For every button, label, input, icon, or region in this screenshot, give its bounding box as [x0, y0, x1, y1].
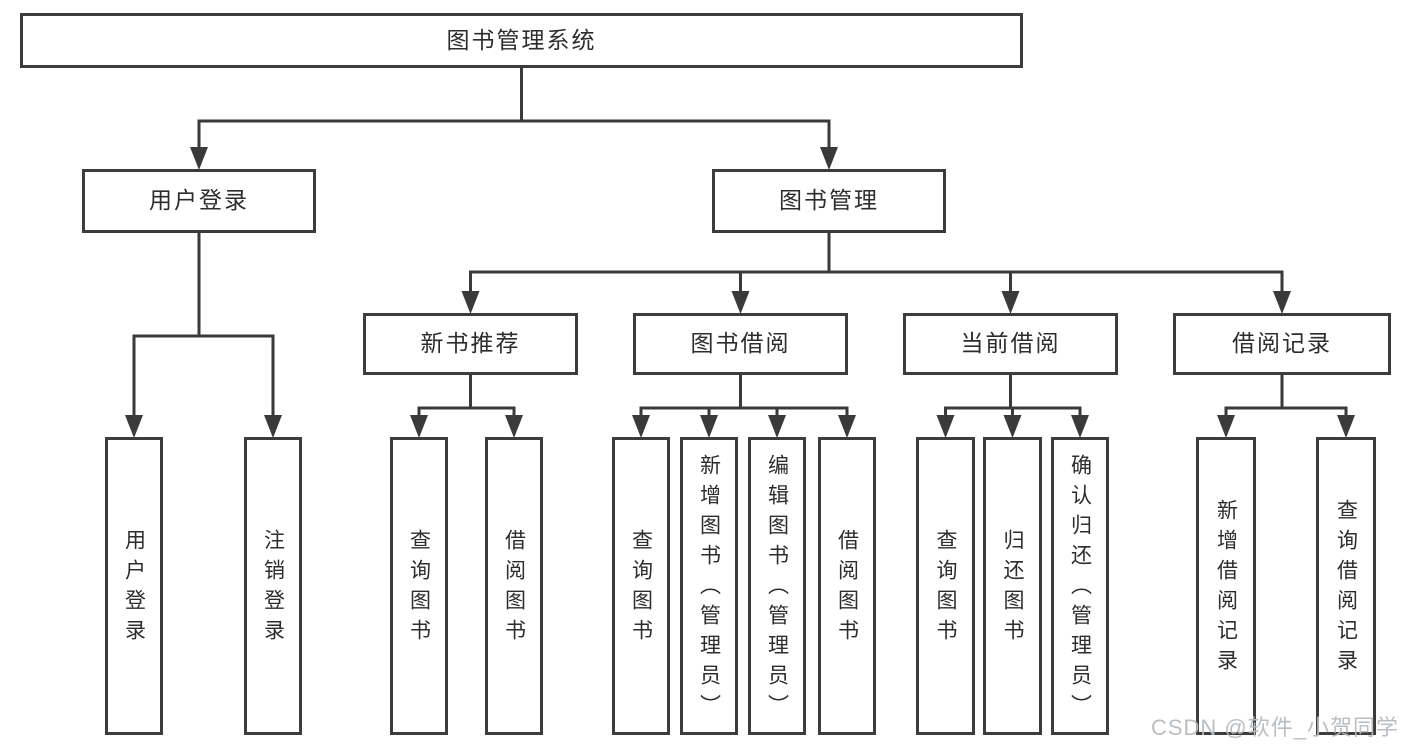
node-v-borrow-books-new: 借阅图书 — [485, 437, 543, 735]
node-current-borrowing: 当前借阅 — [903, 313, 1118, 375]
node-v-logout: 注销登录 — [244, 437, 302, 735]
node-v-query-books-current: 查询图书 — [916, 437, 975, 735]
arrowhead-to-v-query-books-current — [936, 415, 955, 438]
arrowhead-to-v-query-books-new — [410, 415, 428, 438]
node-v-add-books-admin: 新增图书（管理员） — [680, 437, 738, 735]
node-v-borrow-books: 借阅图书 — [818, 437, 876, 735]
node-label-book-borrowing: 图书借阅 — [690, 330, 791, 357]
node-v-confirm-return-admin: 确认归还（管理员） — [1051, 437, 1109, 735]
arrowhead-to-borrowing-records — [1273, 291, 1291, 314]
node-v-user-login: 用户登录 — [105, 437, 163, 735]
node-label-v-add-books-admin: 新增图书（管理员） — [697, 454, 721, 724]
arrowhead-to-v-user-login — [125, 415, 143, 438]
arrowhead-to-v-logout — [264, 415, 282, 438]
arrowhead-to-new-book-recommend — [461, 291, 480, 314]
node-v-return-books: 归还图书 — [983, 437, 1042, 735]
node-user-login: 用户登录 — [82, 169, 316, 233]
arrowhead-to-book-borrowing — [731, 291, 750, 314]
arrowhead-to-v-return-books — [1003, 415, 1022, 438]
node-label-v-query-books-new: 查询图书 — [407, 529, 431, 649]
node-label-borrowing-records: 借阅记录 — [1232, 330, 1332, 357]
node-v-query-books-borrow: 查询图书 — [612, 437, 670, 735]
arrowhead-to-book-management — [820, 147, 838, 170]
node-borrowing-records: 借阅记录 — [1173, 313, 1391, 375]
arrowhead-to-v-borrow-books-new — [505, 415, 523, 438]
arrowhead-to-current-borrowing — [1001, 291, 1020, 314]
arrowhead-to-v-confirm-return-admin — [1071, 415, 1089, 438]
node-book-management: 图书管理 — [712, 169, 946, 233]
arrowhead-to-user-login — [190, 147, 208, 170]
arrowhead-to-v-add-books-admin — [700, 415, 718, 438]
arrowhead-to-v-query-books-borrow — [632, 415, 650, 438]
node-label-v-query-borrow-record: 查询借阅记录 — [1334, 499, 1358, 679]
node-label-v-borrow-books-new: 借阅图书 — [502, 529, 526, 649]
node-label-v-confirm-return-admin: 确认归还（管理员） — [1068, 454, 1092, 724]
node-label-v-user-login: 用户登录 — [122, 529, 146, 649]
node-v-query-borrow-record: 查询借阅记录 — [1316, 437, 1376, 735]
node-label-root: 图书管理系统 — [446, 26, 597, 53]
arrowhead-to-v-add-borrow-record — [1217, 415, 1235, 438]
node-label-user-login: 用户登录 — [149, 187, 249, 214]
node-root: 图书管理系统 — [20, 13, 1023, 68]
node-label-v-logout: 注销登录 — [261, 529, 285, 649]
node-book-borrowing: 图书借阅 — [633, 313, 848, 375]
arrowhead-to-v-borrow-books — [838, 415, 856, 438]
node-v-edit-books-admin: 编辑图书（管理员） — [748, 437, 806, 735]
node-label-v-add-borrow-record: 新增借阅记录 — [1214, 499, 1238, 679]
node-label-v-borrow-books: 借阅图书 — [835, 529, 859, 649]
node-label-v-return-books: 归还图书 — [1001, 529, 1024, 649]
node-label-v-query-books-borrow: 查询图书 — [629, 529, 653, 649]
node-v-query-books-new: 查询图书 — [390, 437, 448, 735]
node-new-book-recommend: 新书推荐 — [363, 313, 578, 375]
node-label-current-borrowing: 当前借阅 — [960, 330, 1061, 357]
arrowhead-to-v-query-borrow-record — [1337, 415, 1355, 438]
node-label-new-book-recommend: 新书推荐 — [420, 330, 521, 357]
node-label-book-management: 图书管理 — [779, 187, 879, 214]
arrowhead-to-v-edit-books-admin — [768, 415, 786, 438]
node-v-add-borrow-record: 新增借阅记录 — [1196, 437, 1256, 735]
node-label-v-query-books-current: 查询图书 — [934, 529, 957, 649]
node-label-v-edit-books-admin: 编辑图书（管理员） — [765, 454, 789, 724]
